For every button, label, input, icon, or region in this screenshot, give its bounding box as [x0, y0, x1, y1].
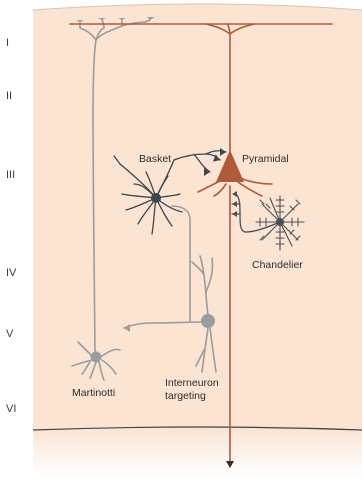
layer-label-2: II	[6, 90, 12, 102]
label-interneuron-line2: targeting	[165, 390, 206, 402]
label-martinotti: Martinotti	[72, 387, 115, 399]
interneuron-targeting-soma	[201, 314, 215, 328]
label-basket: Basket	[139, 153, 171, 165]
layer-label-5: V	[6, 328, 14, 340]
layer-label-4: IV	[6, 267, 17, 279]
layer-label-1: I	[6, 37, 9, 49]
cortex-tissue	[33, 4, 362, 430]
label-interneuron-line1: Interneuron	[165, 377, 219, 389]
layer-label-3: III	[6, 169, 15, 181]
chandelier-soma	[276, 218, 284, 226]
layer-label-6: VI	[6, 403, 16, 415]
martinotti-soma	[91, 352, 102, 363]
label-chandelier: Chandelier	[252, 259, 303, 271]
white-matter	[33, 427, 362, 477]
basket-soma	[151, 193, 161, 203]
label-pyramidal: Pyramidal	[242, 153, 289, 165]
